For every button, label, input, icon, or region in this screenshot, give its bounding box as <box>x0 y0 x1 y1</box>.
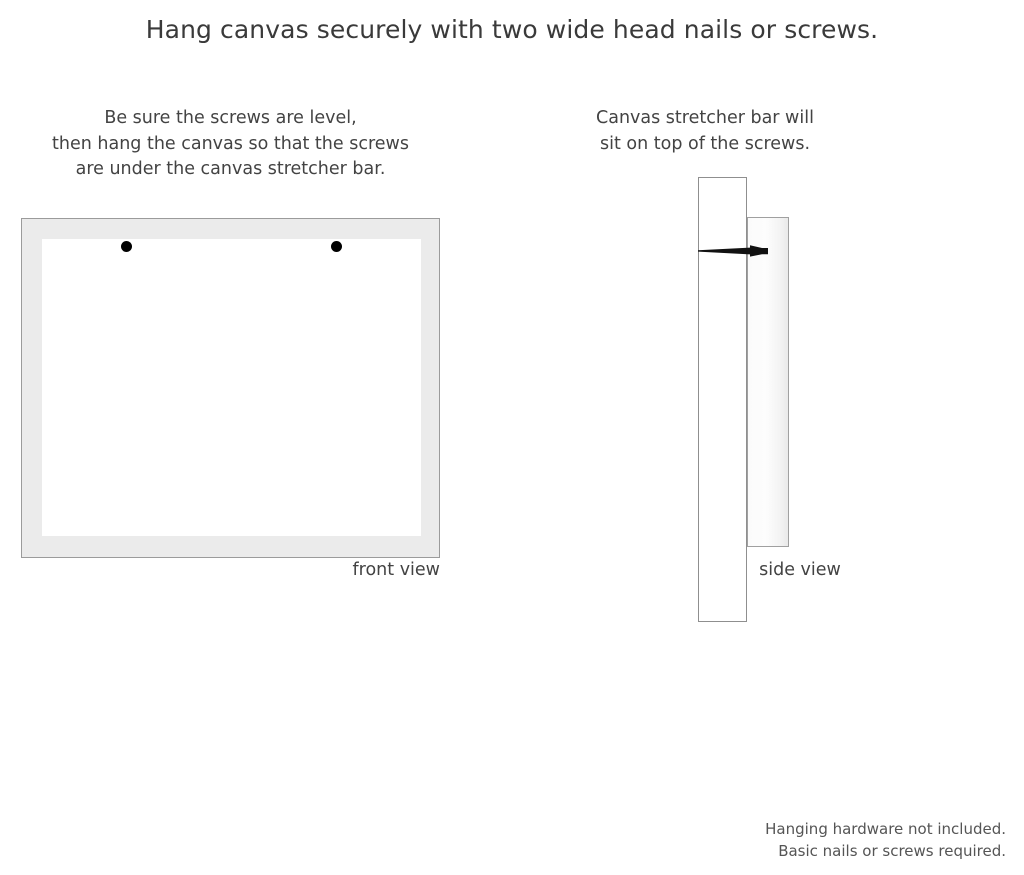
side-caption-line-1: Canvas stretcher bar will <box>596 108 814 128</box>
disclaimer-line-1: Hanging hardware not included. <box>765 820 1006 838</box>
canvas-stretcher-bar <box>747 217 789 547</box>
front-caption-line-1: Be sure the screws are level, <box>104 108 357 128</box>
front-caption-line-2: then hang the canvas so that the screws <box>52 133 409 154</box>
front-view-caption: Be sure the screws are level, then hang … <box>21 106 440 183</box>
right-screw-dot-icon <box>331 241 342 252</box>
side-view-illustration <box>690 170 810 630</box>
page-title: Hang canvas securely with two wide head … <box>145 15 879 44</box>
front-view-label: front view <box>352 560 441 580</box>
side-caption-line-2: sit on top of the screws. <box>599 133 811 154</box>
screw-side-icon <box>696 240 776 262</box>
canvas-frame-front <box>21 218 440 558</box>
disclaimer-text: Hanging hardware not included. Basic nai… <box>765 818 1006 862</box>
front-caption-line-3: are under the canvas stretcher bar. <box>75 159 386 179</box>
disclaimer-line-2: Basic nails or screws required. <box>778 842 1006 860</box>
side-view-label: side view <box>759 560 841 580</box>
left-screw-dot-icon <box>121 241 132 252</box>
front-view-illustration <box>21 218 440 558</box>
canvas-face <box>42 239 421 536</box>
side-view-caption: Canvas stretcher bar will sit on top of … <box>590 106 820 157</box>
